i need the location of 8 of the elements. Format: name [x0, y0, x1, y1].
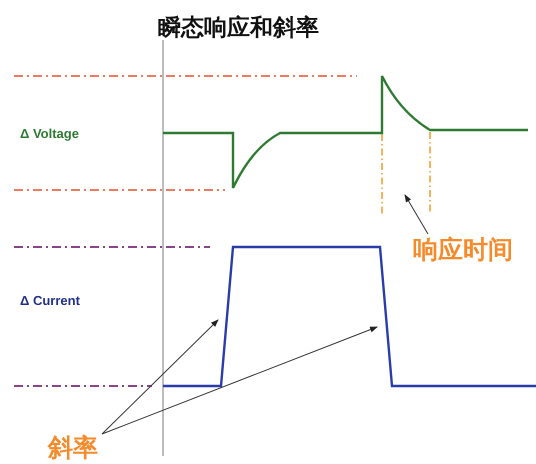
- leader-line: [102, 319, 219, 434]
- leader-line: [102, 326, 378, 434]
- axis-label: Δ Current: [20, 293, 80, 308]
- title: 瞬态响应和斜率: [158, 14, 319, 43]
- annotation-label: 斜率: [48, 434, 98, 462]
- annotation-label: 响应时间: [413, 236, 513, 264]
- axis-label: Δ Voltage: [20, 126, 79, 141]
- leader-line: [404, 194, 428, 234]
